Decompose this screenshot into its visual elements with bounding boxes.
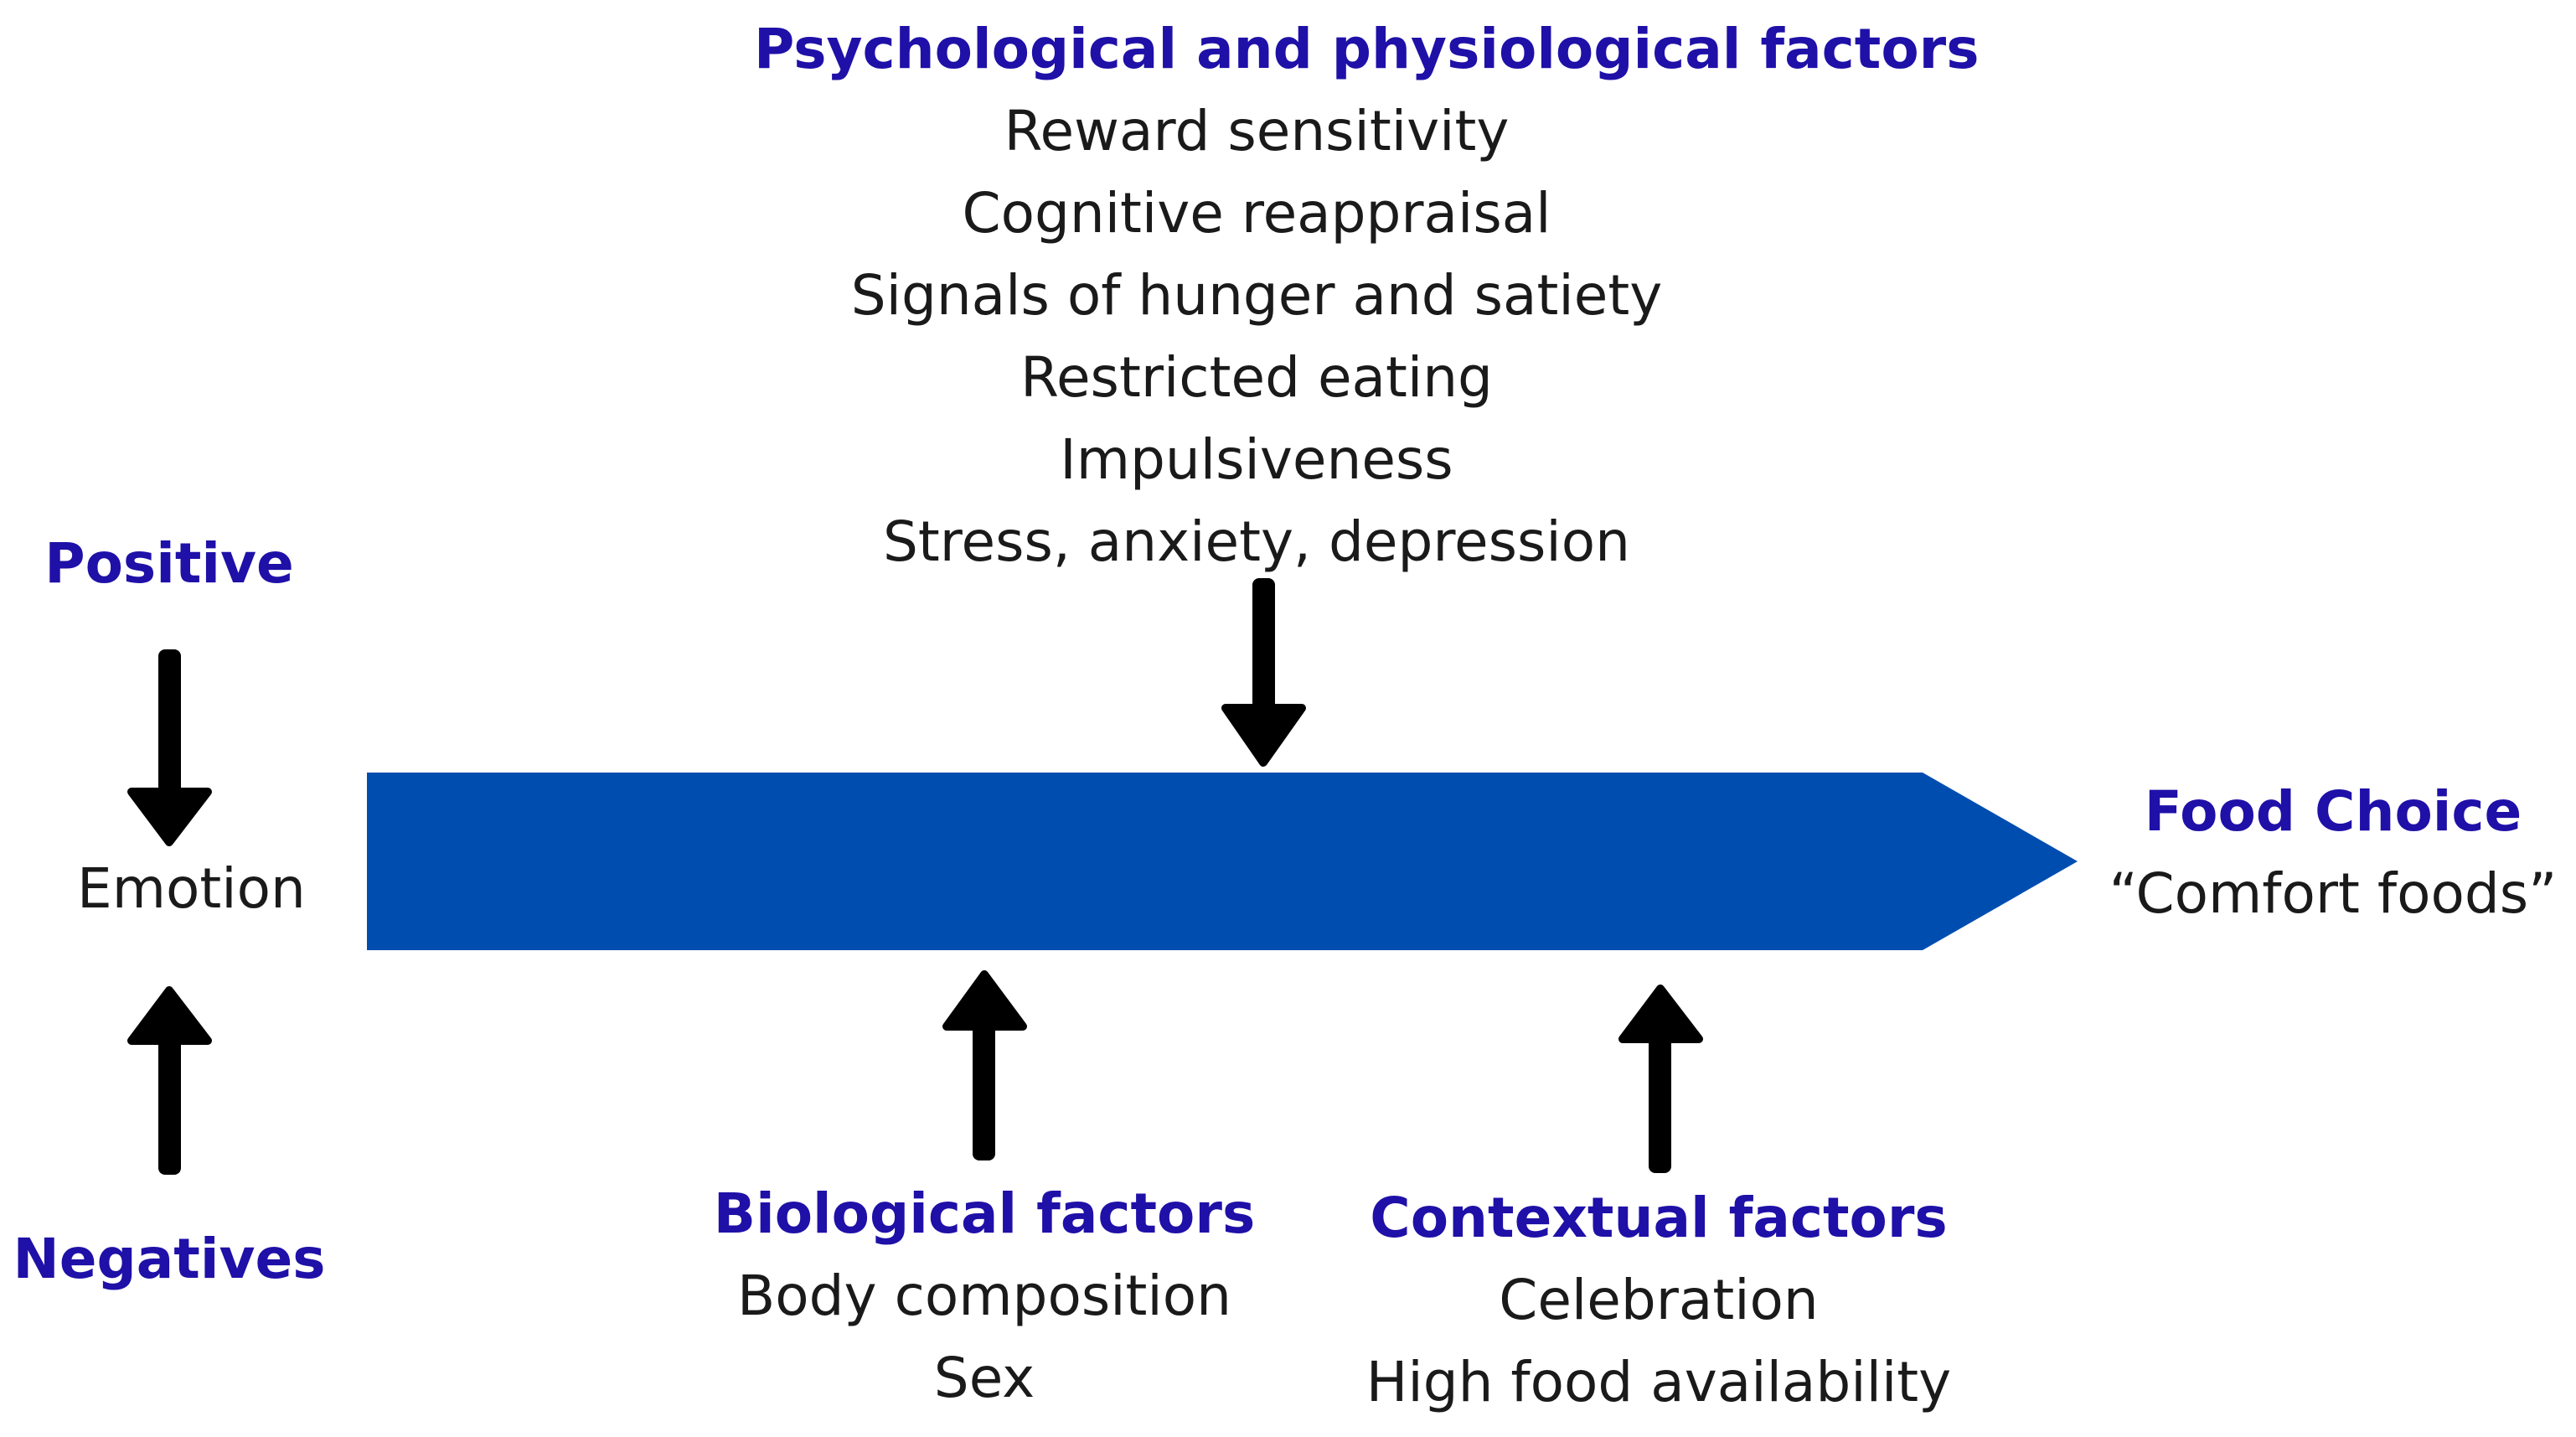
psych-factor-item: Restricted eating (1020, 345, 1493, 410)
psych-factor-item: Stress, anxiety, depression (883, 509, 1630, 574)
contextual-up-arrow (1618, 985, 1703, 1173)
negatives-up-arrow (127, 986, 212, 1175)
biological-factors-block: Biological factors Body composition Sex (670, 1173, 1298, 1419)
psych-factor-item: Signals of hunger and satiety (850, 263, 1663, 328)
food-choice-block: Food Choice “Comfort foods” (2094, 771, 2572, 935)
food-choice-subtitle: “Comfort foods” (2109, 861, 2558, 926)
main-process-arrow (367, 773, 2078, 950)
negatives-label: Negatives (13, 1227, 326, 1291)
psych-factors-block: Psychological and physiological factors … (754, 8, 1980, 583)
contextual-factor-item: Celebration (1499, 1268, 1819, 1332)
biological-factors-title: Biological factors (713, 1181, 1256, 1246)
positive-label: Positive (44, 531, 294, 596)
emotion-label: Emotion (77, 856, 306, 921)
psych-factor-item: Cognitive reappraisal (962, 181, 1551, 246)
biological-up-arrow (942, 970, 1027, 1160)
psych-factors-title: Psychological and physiological factors (754, 17, 1980, 81)
contextual-factors-title: Contextual factors (1370, 1186, 1948, 1250)
contextual-factors-block: Contextual factors Celebration High food… (1307, 1177, 2011, 1424)
psych-down-arrow (1221, 578, 1306, 767)
biological-factor-item: Sex (933, 1346, 1035, 1410)
positive-down-arrow (127, 649, 212, 846)
psych-factor-item: Reward sensitivity (1004, 99, 1510, 163)
contextual-factor-item: High food availability (1365, 1350, 1952, 1414)
psych-factor-item: Impulsiveness (1060, 427, 1453, 492)
biological-factor-item: Body composition (737, 1264, 1231, 1328)
food-choice-title: Food Choice (2144, 779, 2522, 844)
